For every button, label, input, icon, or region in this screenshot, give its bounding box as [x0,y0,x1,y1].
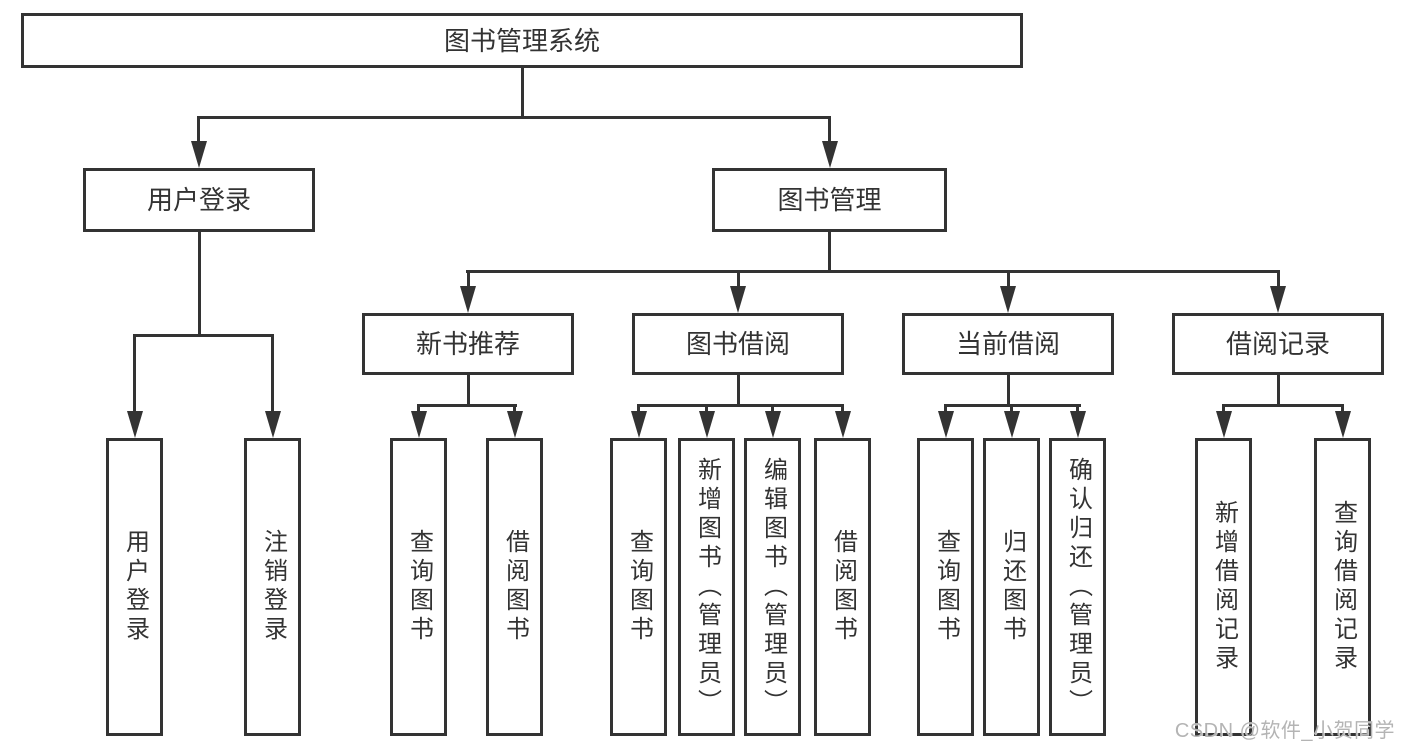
leaf-add-borrow-record: 新增借阅记录 [1195,438,1252,736]
leaf-query-books-recommend: 查询图书 [390,438,447,736]
connector-line [466,270,1280,273]
leaf-label: 查询图书 [932,529,960,645]
arrowhead-down-icon [1000,286,1016,313]
leaf-logout: 注销登录 [244,438,301,736]
connector-line [417,404,517,407]
node-label: 图书管理 [777,185,882,215]
connector-line [197,119,200,142]
arrowhead-down-icon [937,411,954,438]
leaf-edit-book-admin: 编辑图书（管理员） [744,438,801,736]
arrowhead-down-icon [506,411,523,438]
leaf-label: 归还图书 [998,529,1026,645]
arrowhead-down-icon [730,286,746,313]
node-library-management-system: 图书管理系统 [21,13,1023,68]
connector-line [1341,407,1344,413]
connector-line [944,407,947,413]
connector-line [736,375,740,406]
connector-line [944,404,1081,407]
connector-line [828,232,831,272]
leaf-query-books-current: 查询图书 [917,438,974,736]
connector-line [1276,273,1280,287]
arrowhead-down-icon [764,411,781,438]
arrowhead-down-icon [410,411,427,438]
connector-line [197,232,201,336]
arrowhead-down-icon [190,141,207,168]
leaf-label: 查询图书 [625,529,653,645]
leaf-label: 用户登录 [121,529,149,645]
connector-line [828,119,831,142]
connector-line [1076,407,1079,413]
leaf-query-books-borrowing: 查询图书 [610,438,667,736]
connector-line [271,337,274,412]
leaf-label: 借阅图书 [501,529,529,645]
arrowhead-down-icon [834,411,851,438]
arrowhead-down-icon [1069,411,1086,438]
connector-line [513,407,516,413]
node-book-management: 图书管理 [712,168,947,232]
node-label: 用户登录 [146,185,251,215]
arrowhead-down-icon [1003,411,1020,438]
leaf-label: 新增图书（管理员） [693,456,721,718]
leaf-label: 注销登录 [259,529,287,645]
connector-line [1222,407,1225,413]
connector-line [1276,375,1280,406]
arrowhead-down-icon [1334,411,1351,438]
connector-line [736,273,740,287]
node-label: 图书管理系统 [443,25,600,56]
arrowhead-down-icon [1270,286,1286,313]
node-borrowing-records: 借阅记录 [1172,313,1384,375]
arrowhead-down-icon [1215,411,1232,438]
connector-line [197,116,831,119]
connector-line [466,273,470,287]
leaf-return-books: 归还图书 [983,438,1040,736]
connector-line [133,337,136,412]
leaf-label: 编辑图书（管理员） [759,456,787,718]
node-user-login: 用户登录 [83,168,315,232]
leaf-label: 借阅图书 [829,529,857,645]
leaf-add-book-admin: 新增图书（管理员） [678,438,735,736]
connector-line [466,375,470,406]
leaf-confirm-return-admin: 确认归还（管理员） [1049,438,1106,736]
connector-line [133,334,274,337]
connector-line [1006,273,1010,287]
connector-line [520,68,524,119]
arrowhead-down-icon [630,411,647,438]
connector-line [1010,407,1013,413]
node-book-borrowing: 图书借阅 [632,313,844,375]
connector-line [705,407,708,413]
node-label: 当前借阅 [955,329,1060,359]
leaf-label: 确认归还（管理员） [1064,456,1092,718]
arrowhead-down-icon [821,141,838,168]
arrowhead-down-icon [264,411,281,438]
node-new-book-recommendation: 新书推荐 [362,313,574,375]
connector-line [1006,375,1010,406]
leaf-borrow-books-recommend: 借阅图书 [486,438,543,736]
arrowhead-down-icon [126,411,143,438]
connector-line [771,407,774,413]
arrowhead-down-icon [698,411,715,438]
leaf-borrow-books-borrowing: 借阅图书 [814,438,871,736]
connector-line [841,407,844,413]
arrowhead-down-icon [460,286,476,313]
node-label: 借阅记录 [1225,329,1330,359]
leaf-label: 查询借阅记录 [1329,500,1357,674]
leaf-query-borrow-record: 查询借阅记录 [1314,438,1371,736]
connector-line [1222,404,1344,407]
csdn-watermark: CSDN @软件_小贺同学 [1174,720,1395,742]
connector-line [637,407,640,413]
connector-line [637,404,844,407]
leaf-label: 新增借阅记录 [1210,500,1238,674]
node-label: 图书借阅 [685,329,790,359]
node-label: 新书推荐 [415,329,520,359]
leaf-user-login: 用户登录 [106,438,163,736]
connector-line [417,407,420,413]
leaf-label: 查询图书 [405,529,433,645]
node-current-borrowing: 当前借阅 [902,313,1114,375]
